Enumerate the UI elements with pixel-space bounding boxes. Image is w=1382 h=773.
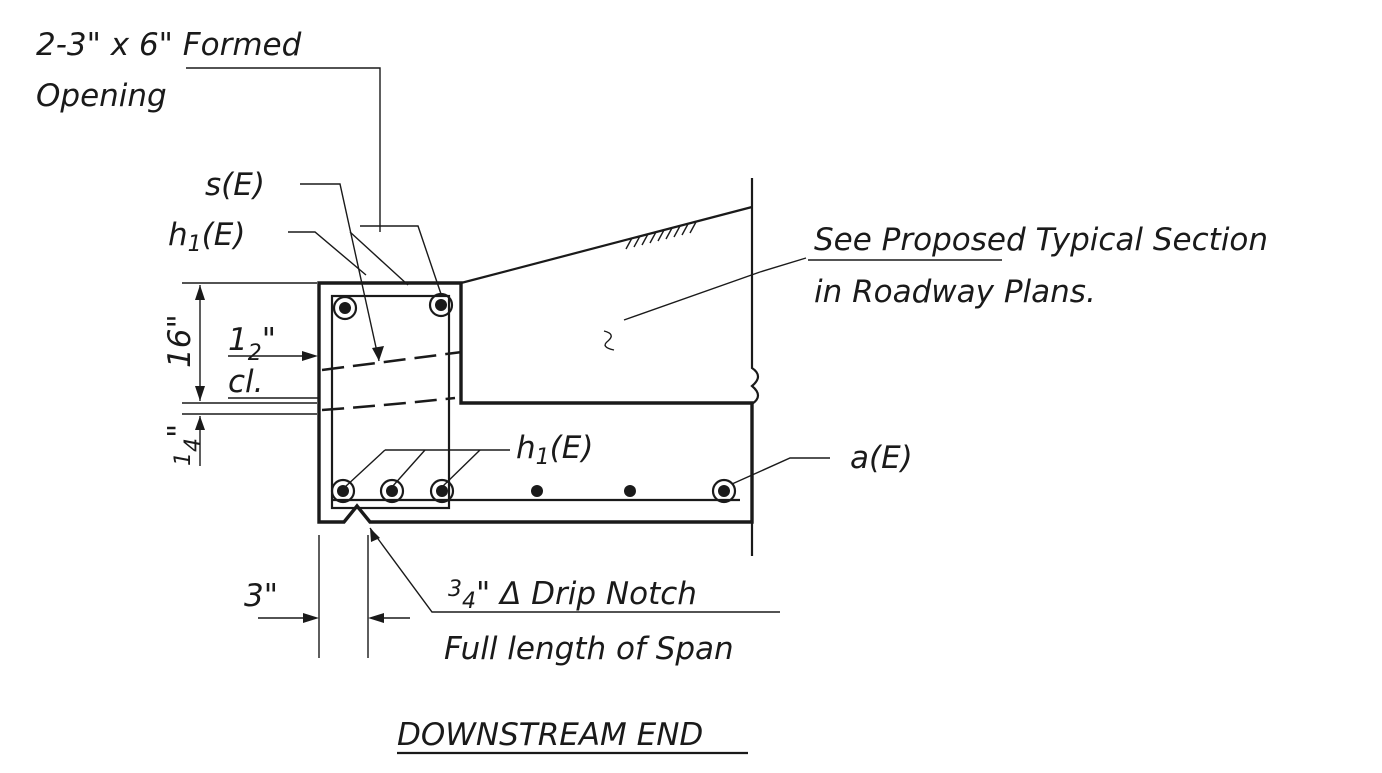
rebar-bottom-1	[330, 478, 356, 504]
h1-bottom-label: h1(E)	[516, 430, 593, 470]
stirrup-label: s(E)	[205, 167, 265, 203]
h1-top-label: h1(E)	[168, 217, 245, 257]
rebar-bottom-2	[379, 478, 405, 504]
joint-dashed-upper	[321, 350, 463, 372]
rebar-longitudinal-1	[531, 485, 543, 497]
rebar-bottom-3	[429, 478, 455, 504]
drip-notch-label-2: Full length of Span	[444, 631, 734, 667]
dimension-3	[258, 535, 410, 658]
drip-notch-label: 34" Δ Drip Notch	[448, 576, 697, 614]
leader-h1-top	[288, 231, 367, 276]
dimension-16	[182, 282, 317, 404]
formed-opening-label-1: 2-3" x 6" Formed	[36, 27, 302, 63]
dim-3-label: 3"	[244, 578, 278, 614]
cover-label: 12"	[228, 322, 276, 366]
rebar-a-bar	[711, 478, 737, 504]
typical-section-label-1: See Proposed Typical Section	[814, 222, 1268, 258]
stirrup-bar	[330, 294, 451, 510]
joint-dashed-lower	[321, 396, 456, 412]
leader-drip-notch	[369, 527, 780, 613]
leader-stirrup	[300, 183, 380, 362]
formed-opening-label-2: Opening	[36, 78, 167, 114]
leader-h1-bottom	[344, 449, 510, 488]
clear-label: cl.	[228, 364, 264, 400]
dim-16-label: 16"	[162, 314, 198, 368]
leader-a-bar	[731, 457, 830, 485]
ground-hatch	[625, 221, 697, 250]
typical-section-label-2: in Roadway Plans.	[814, 274, 1096, 310]
dim-quarter-label: 14"	[162, 424, 206, 466]
fill-squiggle	[603, 330, 615, 351]
leader-typical-section	[759, 257, 807, 273]
break-line	[750, 178, 760, 556]
embankment-line	[460, 205, 753, 285]
concrete-section	[317, 281, 754, 524]
rebar-top-left	[332, 295, 358, 321]
rebar-longitudinal-2	[624, 485, 636, 497]
a-bar-label: a(E)	[850, 440, 913, 476]
drawing-title: DOWNSTREAM END	[397, 717, 703, 753]
leader-formed-opening	[186, 67, 381, 232]
